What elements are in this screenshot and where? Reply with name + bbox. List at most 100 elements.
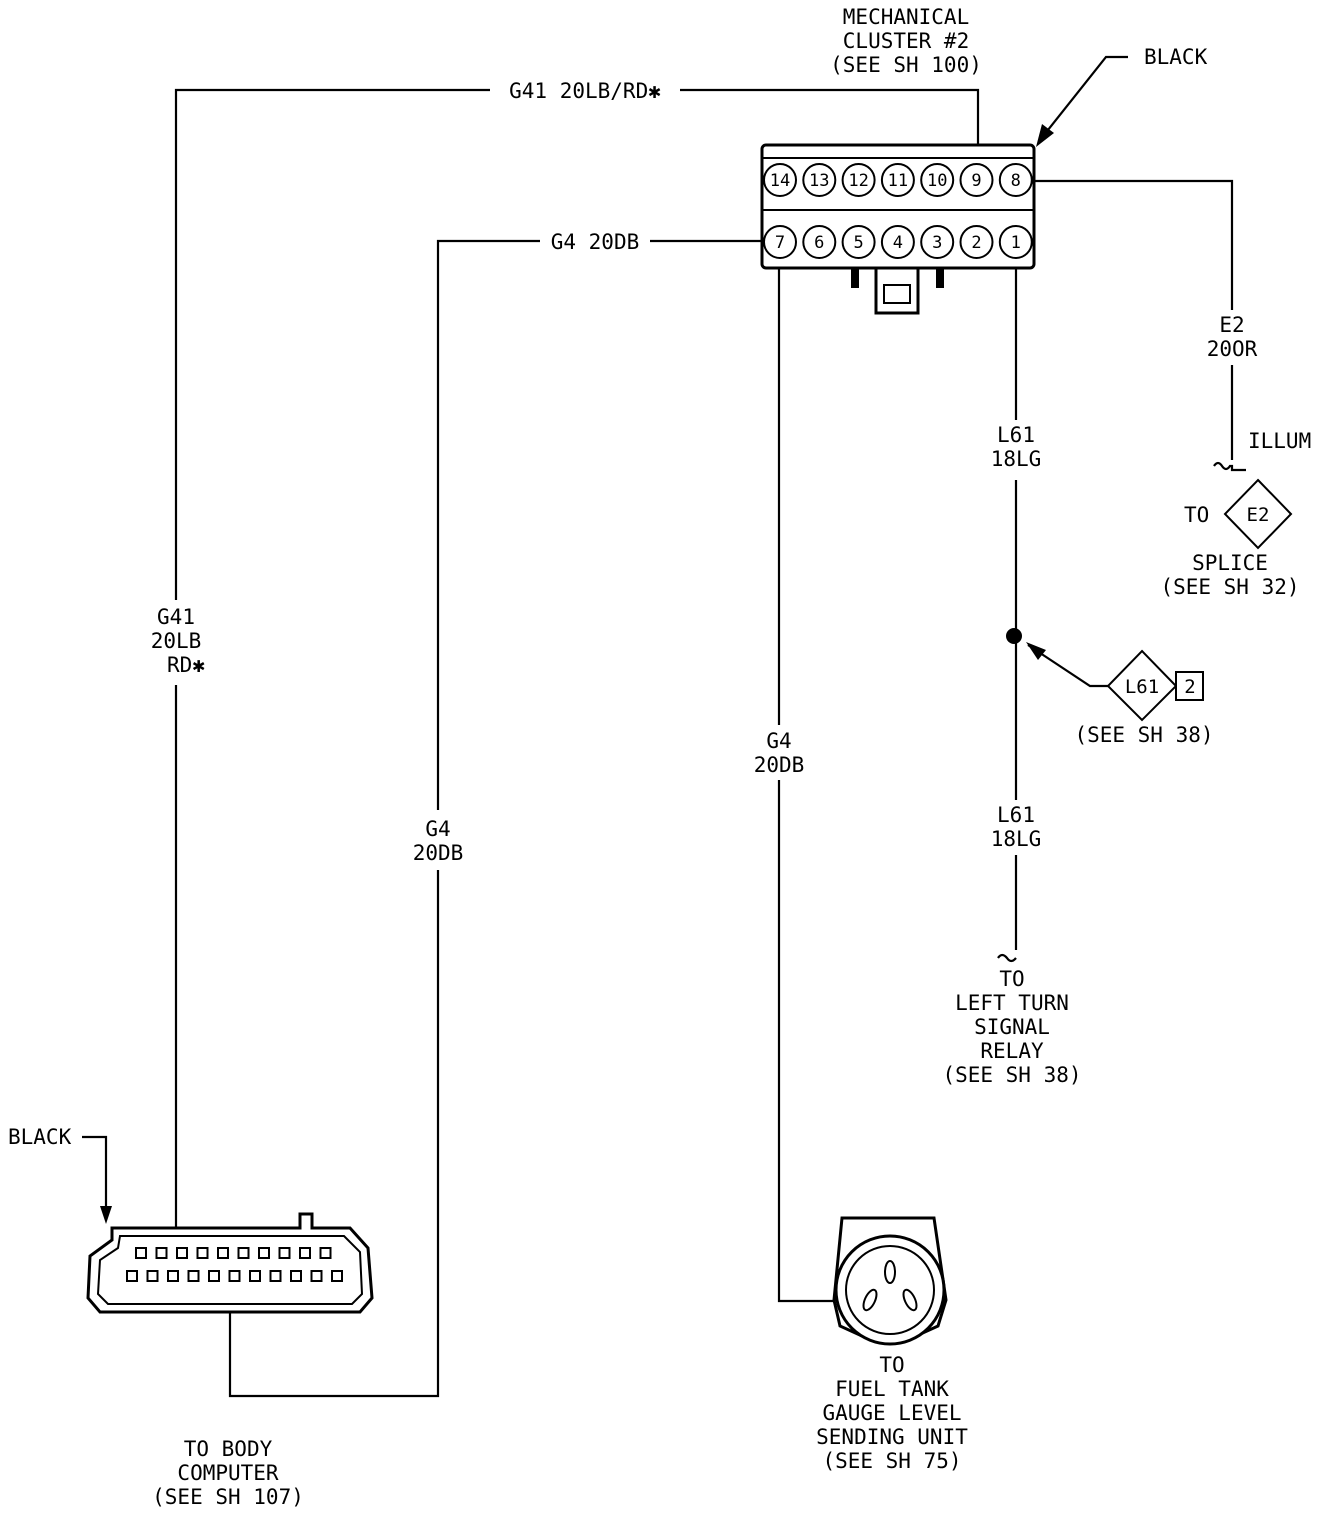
body-computer-cavity [135,1247,147,1259]
l61-lower-line-2: 18LG [991,827,1042,851]
l61-splice-see: (SEE SH 38) [1074,723,1213,747]
cluster-pin-label: 11 [888,171,908,191]
wire-g4-body-computer[interactable] [228,239,762,1398]
cluster-pin-label: 12 [848,171,868,191]
e2-vertical-line-1: E2 [1219,313,1244,337]
wire-g4-fuel-tank[interactable] [777,258,845,1303]
fuel-tank-line-5: (SEE SH 75) [822,1449,961,1473]
cluster-pin-top-12[interactable] [841,163,876,197]
black-leader-body-computer [82,1135,108,1216]
cluster-pin-top-10[interactable] [920,163,955,197]
body-computer-cavity [237,1247,250,1259]
cluster-pin-label: 10 [927,171,947,191]
body-computer-cavity [228,1270,241,1282]
cluster-pin-top-9[interactable] [959,163,994,197]
cluster-pin-label: 6 [814,233,824,253]
body-computer-cavity [269,1270,282,1282]
wire-g41[interactable] [174,88,980,1242]
cluster-pin-bottom-4[interactable] [880,225,915,259]
body-computer-cavity [299,1247,311,1259]
relay-line-5: (SEE SH 38) [942,1063,1081,1087]
body-computer-cavity [208,1270,220,1282]
wire-e2-break [1213,461,1246,472]
wire-l61-break [997,953,1017,963]
g41-vertical-line-1: G41 [157,605,195,629]
body-computer-color-label: BLACK [8,1125,72,1149]
l61-splice-diamond[interactable] [1106,649,1178,722]
body-computer-line-3: (SEE SH 107) [152,1485,304,1509]
cluster-pin-top-8[interactable] [998,163,1033,197]
cluster-title-line-2: CLUSTER #2 [843,29,969,53]
e2-vertical-line-2: 20OR [1207,337,1258,361]
g4-mid-vertical-line-1: G4 [766,729,791,753]
fuel-tank-line-4: SENDING UNIT [816,1425,968,1449]
cluster-pin-bottom-6[interactable] [802,225,837,259]
cluster-pin-label: 14 [770,171,790,191]
body-computer-cavity [196,1247,209,1259]
l61-splice-leader [1027,644,1108,688]
cluster-pin-label: 9 [971,171,981,191]
cluster-pin-label: 1 [1011,233,1021,253]
fuel-tank-line-1: TO [879,1353,904,1377]
body-computer-cavity [176,1247,188,1259]
cluster-color-label: BLACK [1144,45,1208,69]
cluster-pin-label: 7 [775,233,785,253]
body-computer-cavity [310,1270,323,1282]
cluster-pin-bottom-2[interactable] [959,225,994,259]
e2-splice-line-1: SPLICE [1192,551,1268,575]
g4-top-label: G4 20DB [551,230,640,254]
wire-e2[interactable] [1032,179,1234,460]
g4-left-vertical-line-2: 20DB [413,841,464,865]
l61-splice-number: 2 [1184,676,1195,698]
cluster-pin-label: 3 [932,233,942,253]
body-computer-line-1: TO BODY [184,1437,273,1461]
cluster-pin-top-14[interactable] [763,163,797,197]
e2-splice-line-2: (SEE SH 32) [1160,575,1299,599]
body-computer-cavity [331,1270,343,1282]
black-leader-cluster [1039,55,1128,141]
g41-top-label: G41 20LB/RD✱ [509,79,661,103]
cluster-pin-bottom-1[interactable] [998,225,1033,259]
e2-to-label: TO [1184,503,1209,527]
cluster-pin-bottom-7[interactable] [763,225,797,259]
g41-vertical-line-2: 20LB [151,629,202,653]
l61-upper-line-2: 18LG [991,447,1042,471]
cluster-title-line-3: (SEE SH 100) [830,53,982,77]
fuel-tank-line-2: FUEL TANK [835,1377,949,1401]
cluster-pin-label: 2 [971,233,981,253]
body-computer-cavity [249,1270,261,1282]
body-computer-cavity [126,1270,138,1282]
e2-illum-label: ILLUM [1248,429,1311,453]
arrow-head-black-cluster [1036,124,1054,147]
cluster-pin-label: 13 [809,171,829,191]
relay-line-2: LEFT TURN [955,991,1069,1015]
body-computer-cavity [167,1270,179,1282]
g4-mid-vertical-line-2: 20DB [754,753,805,777]
body-computer-line-2: COMPUTER [177,1461,279,1485]
cluster-pin-label: 5 [853,233,863,253]
cluster-pin-top-11[interactable] [880,163,915,197]
cluster-pin-label: 4 [893,233,903,253]
g4-left-vertical-line-1: G4 [425,817,450,841]
cluster-pin-label: 8 [1011,171,1021,191]
cluster-pin-bottom-3[interactable] [920,225,955,259]
arrow-head-l61 [1026,642,1046,660]
relay-line-4: RELAY [980,1039,1044,1063]
body-computer-cavity [155,1247,168,1259]
relay-line-1: TO [999,967,1024,991]
body-computer-cavity [187,1270,200,1282]
e2-splice-diamond[interactable] [1223,478,1293,550]
cluster-pin-top-13[interactable] [802,163,837,197]
l61-splice-symbol: L61 [1125,676,1159,698]
g41-vertical-line-3: RD✱ [167,653,205,677]
fuel-tank-connector[interactable] [832,1216,948,1346]
splice-dot [1006,628,1022,644]
body-computer-cavity [278,1247,291,1259]
e2-splice-symbol: E2 [1247,504,1270,526]
body-computer-cavity [290,1270,302,1282]
relay-line-3: SIGNAL [974,1015,1050,1039]
body-computer-connector[interactable] [86,1212,374,1314]
l61-upper-line-1: L61 [997,423,1035,447]
cluster-pin-bottom-5[interactable] [841,225,876,259]
